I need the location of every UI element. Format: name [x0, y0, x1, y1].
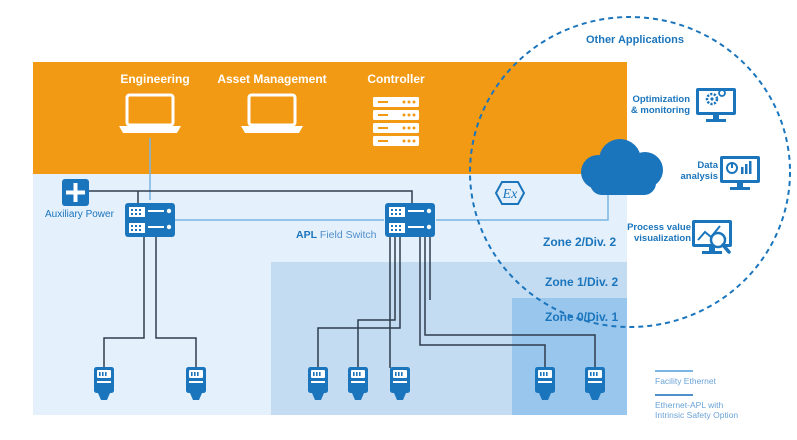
legend-apl-line-1: Ethernet-APL with — [655, 400, 724, 410]
field-switch-suffix: Field Switch — [317, 229, 377, 241]
auxiliary-power-label: Auxiliary Power — [45, 209, 114, 220]
other-applications-title: Other Applications — [586, 34, 684, 46]
plus-icon — [62, 179, 89, 206]
top-orange-band — [33, 62, 627, 174]
left-apl-field-switch — [125, 203, 175, 237]
zone1-label: Zone 1/Div. 2 — [545, 275, 619, 289]
zone0-label: Zone 0/Div. 1 — [545, 310, 619, 324]
zone0-region — [512, 298, 627, 415]
process-value-line-1: Process value — [627, 222, 691, 233]
data-analysis-line-2: analysis — [680, 171, 719, 182]
data-analysis-line-1: Data — [697, 160, 718, 171]
apl-prefix: APL — [296, 229, 317, 241]
asset-management-label: Asset Management — [217, 72, 327, 86]
data-analysis-icon — [720, 156, 760, 190]
cloud-icon — [581, 139, 663, 195]
controller-server-rack-icon — [373, 97, 419, 146]
auxiliary-power-lines — [89, 190, 413, 203]
explosion-proof-ex-icon: Ex — [494, 181, 526, 205]
apl-field-switch-label: APL Field Switch — [296, 229, 377, 241]
data-analysis-label: Data analysis — [660, 160, 719, 182]
controller-label: Controller — [367, 72, 425, 86]
process-value-visualization-icon — [692, 220, 732, 254]
process-value-visualization-label: Process value visualization — [605, 222, 691, 244]
svg-text:Ex: Ex — [502, 187, 519, 202]
legend-ethernet-apl: Ethernet-APL with Intrinsic Safety Optio… — [655, 400, 738, 420]
facility-ethernet-links — [149, 138, 609, 221]
other-applications-dashed-circle — [469, 16, 791, 328]
ethernet-apl-links — [103, 237, 596, 368]
zone2-label: Zone 2/Div. 2 — [543, 235, 617, 249]
optimization-line-1: Optimization — [632, 94, 690, 105]
optimization-line-2: & monitoring — [630, 105, 690, 116]
engineering-label: Engineering — [120, 72, 190, 86]
process-value-line-2: visualization — [633, 233, 691, 244]
legend-apl-line-2: Intrinsic Safety Option — [655, 410, 739, 420]
optimization-monitoring-icon — [696, 88, 736, 122]
legend-facility-ethernet: Facility Ethernet — [655, 376, 716, 386]
apl-field-switch — [385, 203, 435, 237]
optimization-monitoring-label: Optimization & monitoring — [610, 94, 690, 116]
